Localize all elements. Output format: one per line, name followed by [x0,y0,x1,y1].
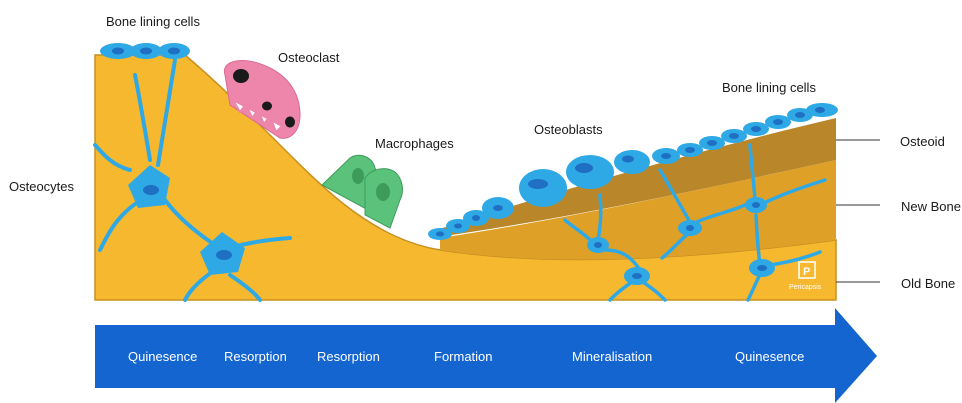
label-osteoblasts: Osteoblasts [534,122,603,137]
stage-label-4: Formation [434,349,493,364]
svg-text:P: P [803,266,810,278]
osteocyte-nucleus [757,265,767,271]
svg-text:Pericapsis: Pericapsis [789,284,822,291]
label-old-bone: Old Bone [901,276,955,291]
osteocyte-nucleus [686,225,694,231]
label-bone-lining-cells-right: Bone lining cells [722,80,816,95]
osteocyte-nucleus [594,242,602,248]
stage-label-6: Quinesence [735,349,804,364]
stage-label-2: Resorption [224,349,287,364]
label-bone-lining-cells-left: Bone lining cells [106,14,200,29]
osteocyte-nucleus [632,273,642,279]
osteocyte-nucleus [216,250,232,260]
label-osteoclast: Osteoclast [278,50,340,65]
bone-lining-cells-left [100,43,190,59]
stage-label-1: Quinesence [128,349,197,364]
label-new-bone: New Bone [901,199,961,214]
label-osteocytes: Osteocytes [9,179,75,194]
stage-label-3: Resorption [317,349,380,364]
stage-label-5: Mineralisation [572,349,652,364]
osteocyte-nucleus [143,185,159,195]
layer-leader-lines [836,140,880,282]
label-osteoid: Osteoid [900,134,945,149]
osteocyte-nucleus [752,202,760,208]
label-macrophages: Macrophages [375,136,454,151]
